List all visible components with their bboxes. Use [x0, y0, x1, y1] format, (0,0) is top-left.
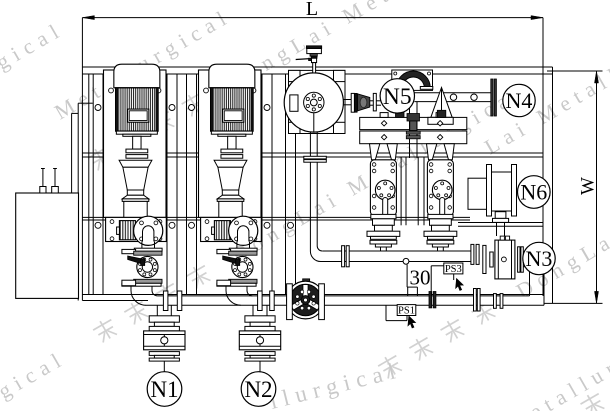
svg-text:PS3: PS3 [445, 264, 462, 275]
svg-text:N5: N5 [383, 84, 412, 110]
svg-text:L: L [306, 0, 318, 20]
svg-text:N6: N6 [520, 179, 547, 204]
svg-text:N2: N2 [244, 377, 272, 402]
svg-text:30: 30 [410, 266, 431, 290]
svg-text:N4: N4 [506, 88, 533, 113]
svg-text:N3: N3 [526, 246, 553, 271]
svg-text:N1: N1 [150, 377, 178, 402]
svg-text:W: W [578, 177, 599, 195]
svg-text:PS1: PS1 [398, 305, 415, 316]
